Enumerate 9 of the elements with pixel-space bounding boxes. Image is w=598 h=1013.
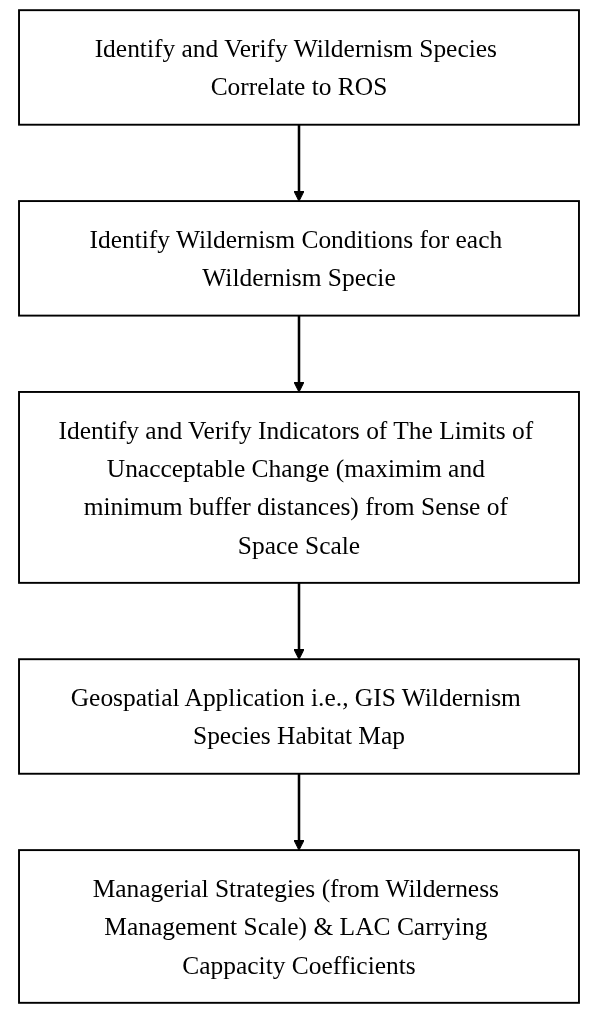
node-box: Managerial Strategies (from Wilderness Management Scale) & LAC Carrying Cappacity Coefficients [18, 849, 580, 1004]
arrow [293, 124, 305, 202]
node-box: Identify and Verify Wildernism Species Correlate to ROS [18, 9, 580, 126]
node-box: Identify Wildernism Conditions for each Wildernism Specie [18, 200, 580, 317]
arrow [293, 582, 305, 660]
arrow [293, 773, 305, 851]
node-box: Geospatial Application i.e., GIS Wildernism Species Habitat Map [18, 658, 580, 775]
arrow [293, 315, 305, 393]
node-box: Identify and Verify Indicators of The Limits of Unacceptable Change (maximim and minimum buffer distances) from Sense of Space Scale [18, 391, 580, 584]
